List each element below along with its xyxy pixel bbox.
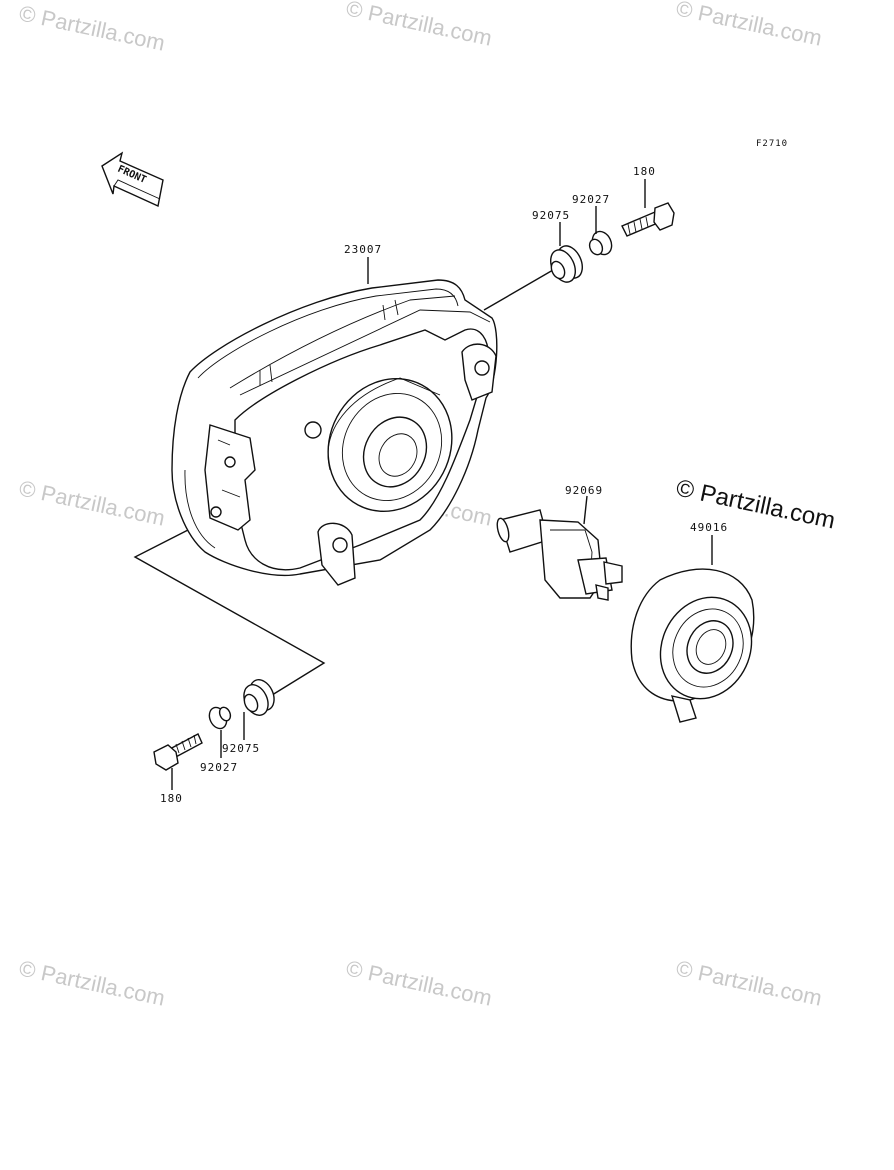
front-direction-arrow: FRONT — [101, 151, 164, 208]
bolt-bottom: 180 — [153, 733, 203, 805]
collar-top: 92027 — [572, 193, 613, 256]
watermark: © Partzilla.com — [17, 0, 167, 55]
callout-label: 49016 — [690, 521, 728, 534]
watermark: © Partzilla.com — [17, 955, 167, 1010]
socket-cover: 49016 — [630, 521, 755, 723]
leader-line — [483, 269, 554, 311]
watermark: © Partzilla.com — [674, 955, 824, 1010]
leader-line — [133, 529, 326, 701]
watermark: © Partzilla.com — [17, 475, 167, 530]
callout-label: 23007 — [344, 243, 382, 256]
watermark: © Partzilla.com — [674, 0, 824, 51]
watermark: © Partzilla.com — [344, 0, 494, 51]
callout-label: 92075 — [222, 742, 260, 755]
grommet-top: 92075 — [532, 209, 583, 283]
callout-label: 92027 — [572, 193, 610, 206]
headlight-assembly: 23007 — [171, 243, 498, 586]
callout-label: 92075 — [532, 209, 570, 222]
callout-label: 180 — [633, 165, 656, 178]
grommet-bottom: 92075 — [222, 679, 275, 755]
callout-label: 92027 — [200, 761, 238, 774]
collar-bottom: 92027 — [200, 706, 238, 774]
watermark: © Partzilla.com — [344, 955, 494, 1010]
figure-code: F2710 — [756, 139, 788, 149]
callout-label: 180 — [160, 792, 183, 805]
bolt-top: 180 — [621, 165, 675, 237]
callout-label: 92069 — [565, 484, 603, 497]
bulb: 92069 — [496, 484, 623, 601]
